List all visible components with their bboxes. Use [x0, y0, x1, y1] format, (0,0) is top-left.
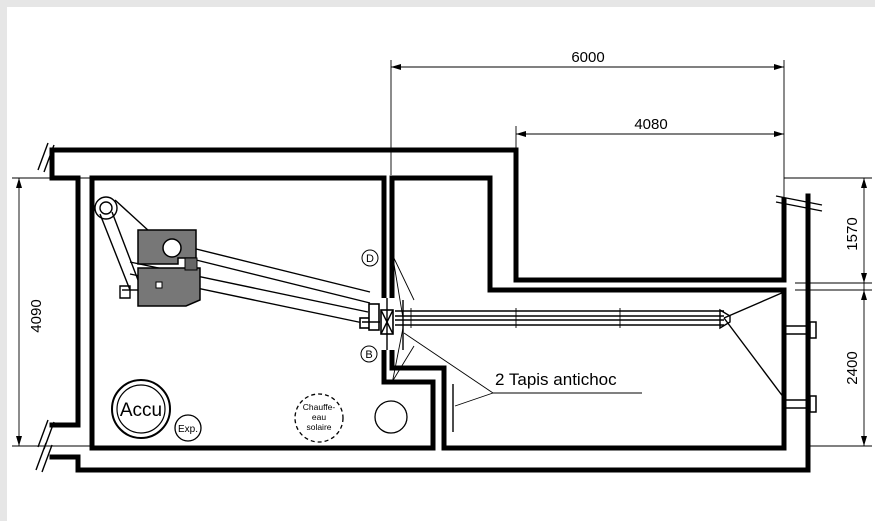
- floor-plan-diagram: 6000 4080 4090 1570 2400: [12, 49, 872, 473]
- plan-canvas: 6000 4080 4090 1570 2400: [7, 7, 875, 521]
- accu-label: Accu: [120, 400, 162, 421]
- expansion-label: Exp.: [178, 424, 198, 435]
- break-marks: [35, 142, 823, 473]
- hook-assembly: [359, 303, 380, 331]
- solar-heater-line3: solaire: [306, 422, 331, 432]
- machine-unit: [119, 229, 201, 307]
- dimension-4090-label: 4090: [28, 299, 45, 332]
- svg-text:D: D: [366, 253, 374, 265]
- shock-mats-callout: 2 Tapis antichoc: [403, 332, 642, 407]
- svg-text:B: B: [365, 349, 372, 361]
- marker-d: D: [361, 249, 379, 267]
- solar-heater-line1: Chauffe-: [303, 402, 336, 412]
- accu-tank: Accu: [111, 379, 171, 439]
- expansion-tank: Exp.: [174, 414, 202, 442]
- dimension-2400-label: 2400: [844, 351, 861, 384]
- dimension-4090: 4090: [12, 177, 100, 447]
- dimension-4080: 4080: [515, 116, 784, 160]
- pulley-wheel: [94, 196, 118, 220]
- drain-circle: [374, 400, 408, 434]
- dimension-6000-label: 6000: [571, 49, 604, 66]
- dimension-1570-label: 1570: [844, 217, 861, 250]
- wall-brackets: [784, 321, 817, 413]
- rail-cable: [395, 291, 785, 399]
- walls: [49, 147, 811, 473]
- dimension-1570-2400: 1570 2400: [784, 177, 872, 447]
- dimension-4080-label: 4080: [634, 116, 667, 133]
- solar-heater-line2: eau: [312, 412, 326, 422]
- marker-b: B: [360, 345, 378, 363]
- solar-water-heater: Chauffe- eau solaire: [294, 393, 344, 443]
- dimension-6000: 6000: [390, 49, 785, 200]
- partition-passage: [380, 251, 415, 385]
- shock-mats-label: 2 Tapis antichoc: [495, 370, 617, 389]
